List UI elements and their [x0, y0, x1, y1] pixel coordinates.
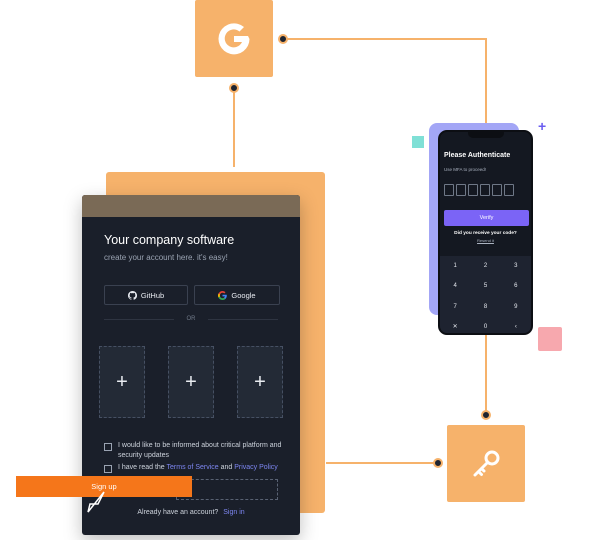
terms-and: and	[218, 464, 235, 471]
key-clear[interactable]: ✕	[452, 324, 458, 331]
key-6[interactable]: 6	[514, 283, 518, 290]
signin-prompt: Already have an account? Sign in	[82, 509, 300, 516]
consent-updates-row: I would like to be informed about critic…	[104, 441, 284, 461]
plus-icon: +	[254, 370, 266, 393]
phone-mockup: Please Authenticate Use MFA to proceed! …	[438, 130, 533, 335]
connector-dot	[433, 458, 443, 468]
google-button[interactable]: Google	[194, 285, 280, 305]
connector-key-left	[326, 462, 438, 464]
key-icon	[473, 450, 500, 476]
key-5[interactable]: 5	[483, 283, 488, 290]
key-0[interactable]: 0	[483, 323, 488, 330]
terms-prefix: I have read the	[118, 464, 167, 471]
or-divider: OR	[186, 316, 196, 322]
divider-line	[208, 319, 278, 320]
upload-slot-1[interactable]: +	[99, 346, 145, 418]
phone-notch	[467, 132, 504, 138]
divider-line	[104, 319, 174, 320]
key-9[interactable]: 9	[514, 303, 518, 310]
signin-link[interactable]: Sign in	[223, 509, 245, 516]
receive-code-text: Did you receive your code?	[454, 231, 517, 236]
code-digit-input[interactable]	[456, 184, 466, 196]
cursor-icon	[87, 491, 105, 513]
signup-button[interactable]: Sign up	[16, 476, 192, 497]
terms-row: I have read the Terms of Service and Pri…	[104, 463, 294, 473]
google-tile	[195, 0, 273, 77]
terms-label: I have read the Terms of Service and Pri…	[118, 463, 278, 473]
consent-updates-label: I would like to be informed about critic…	[118, 442, 282, 459]
key-4[interactable]: 4	[453, 283, 457, 290]
decor-pink-square	[538, 327, 562, 351]
key-backspace[interactable]: ‹	[514, 323, 517, 330]
upload-slot-2[interactable]: +	[168, 346, 214, 418]
upload-slot-3[interactable]: +	[237, 346, 283, 418]
connector-right-down	[485, 38, 487, 124]
card-top-bar	[82, 195, 300, 217]
connector-dot	[229, 83, 239, 93]
github-label: GitHub	[140, 290, 165, 300]
signup-subtitle: create your account here. it's easy!	[104, 253, 228, 262]
connector-google-down	[233, 87, 235, 167]
google-icon	[218, 290, 228, 300]
connector-dot	[278, 34, 288, 44]
decor-teal-square	[412, 136, 424, 148]
github-button[interactable]: GitHub	[104, 285, 188, 305]
privacy-policy-link[interactable]: Privacy Policy	[234, 464, 278, 471]
key-3[interactable]: 3	[514, 263, 518, 270]
key-2[interactable]: 2	[483, 263, 488, 270]
terms-of-service-link[interactable]: Terms of Service	[166, 464, 219, 471]
plus-icon: +	[185, 370, 197, 393]
resend-link[interactable]: Resend it	[477, 238, 494, 243]
plus-icon: +	[116, 370, 128, 393]
plus-decor-icon: +	[538, 118, 547, 134]
github-icon	[127, 290, 137, 300]
google-label: Google	[231, 290, 256, 300]
auth-title: Please Authenticate	[444, 152, 511, 159]
code-input-row	[444, 184, 514, 196]
verify-button[interactable]: Verify	[444, 210, 529, 226]
already-text: Already have an account?	[137, 509, 219, 516]
key-tile	[447, 425, 525, 502]
connector-google-right	[283, 38, 486, 40]
consent-updates-checkbox[interactable]	[104, 443, 112, 451]
signup-title: Your company software	[104, 233, 235, 247]
code-digit-input[interactable]	[444, 184, 454, 196]
key-1[interactable]: 1	[453, 263, 457, 270]
google-icon	[218, 22, 250, 54]
mfa-text: Use MFA to proceed!	[444, 167, 487, 172]
code-digit-input[interactable]	[492, 184, 502, 196]
keypad: 1 2 3 4 5 6 7 8 9 ✕ 0 ‹	[440, 256, 531, 333]
key-7[interactable]: 7	[453, 303, 457, 310]
connector-phone-down	[485, 335, 487, 415]
code-digit-input[interactable]	[480, 184, 490, 196]
terms-checkbox[interactable]	[104, 465, 112, 473]
connector-dot	[481, 410, 491, 420]
key-8[interactable]: 8	[483, 303, 488, 310]
code-digit-input[interactable]	[468, 184, 478, 196]
code-digit-input[interactable]	[504, 184, 514, 196]
